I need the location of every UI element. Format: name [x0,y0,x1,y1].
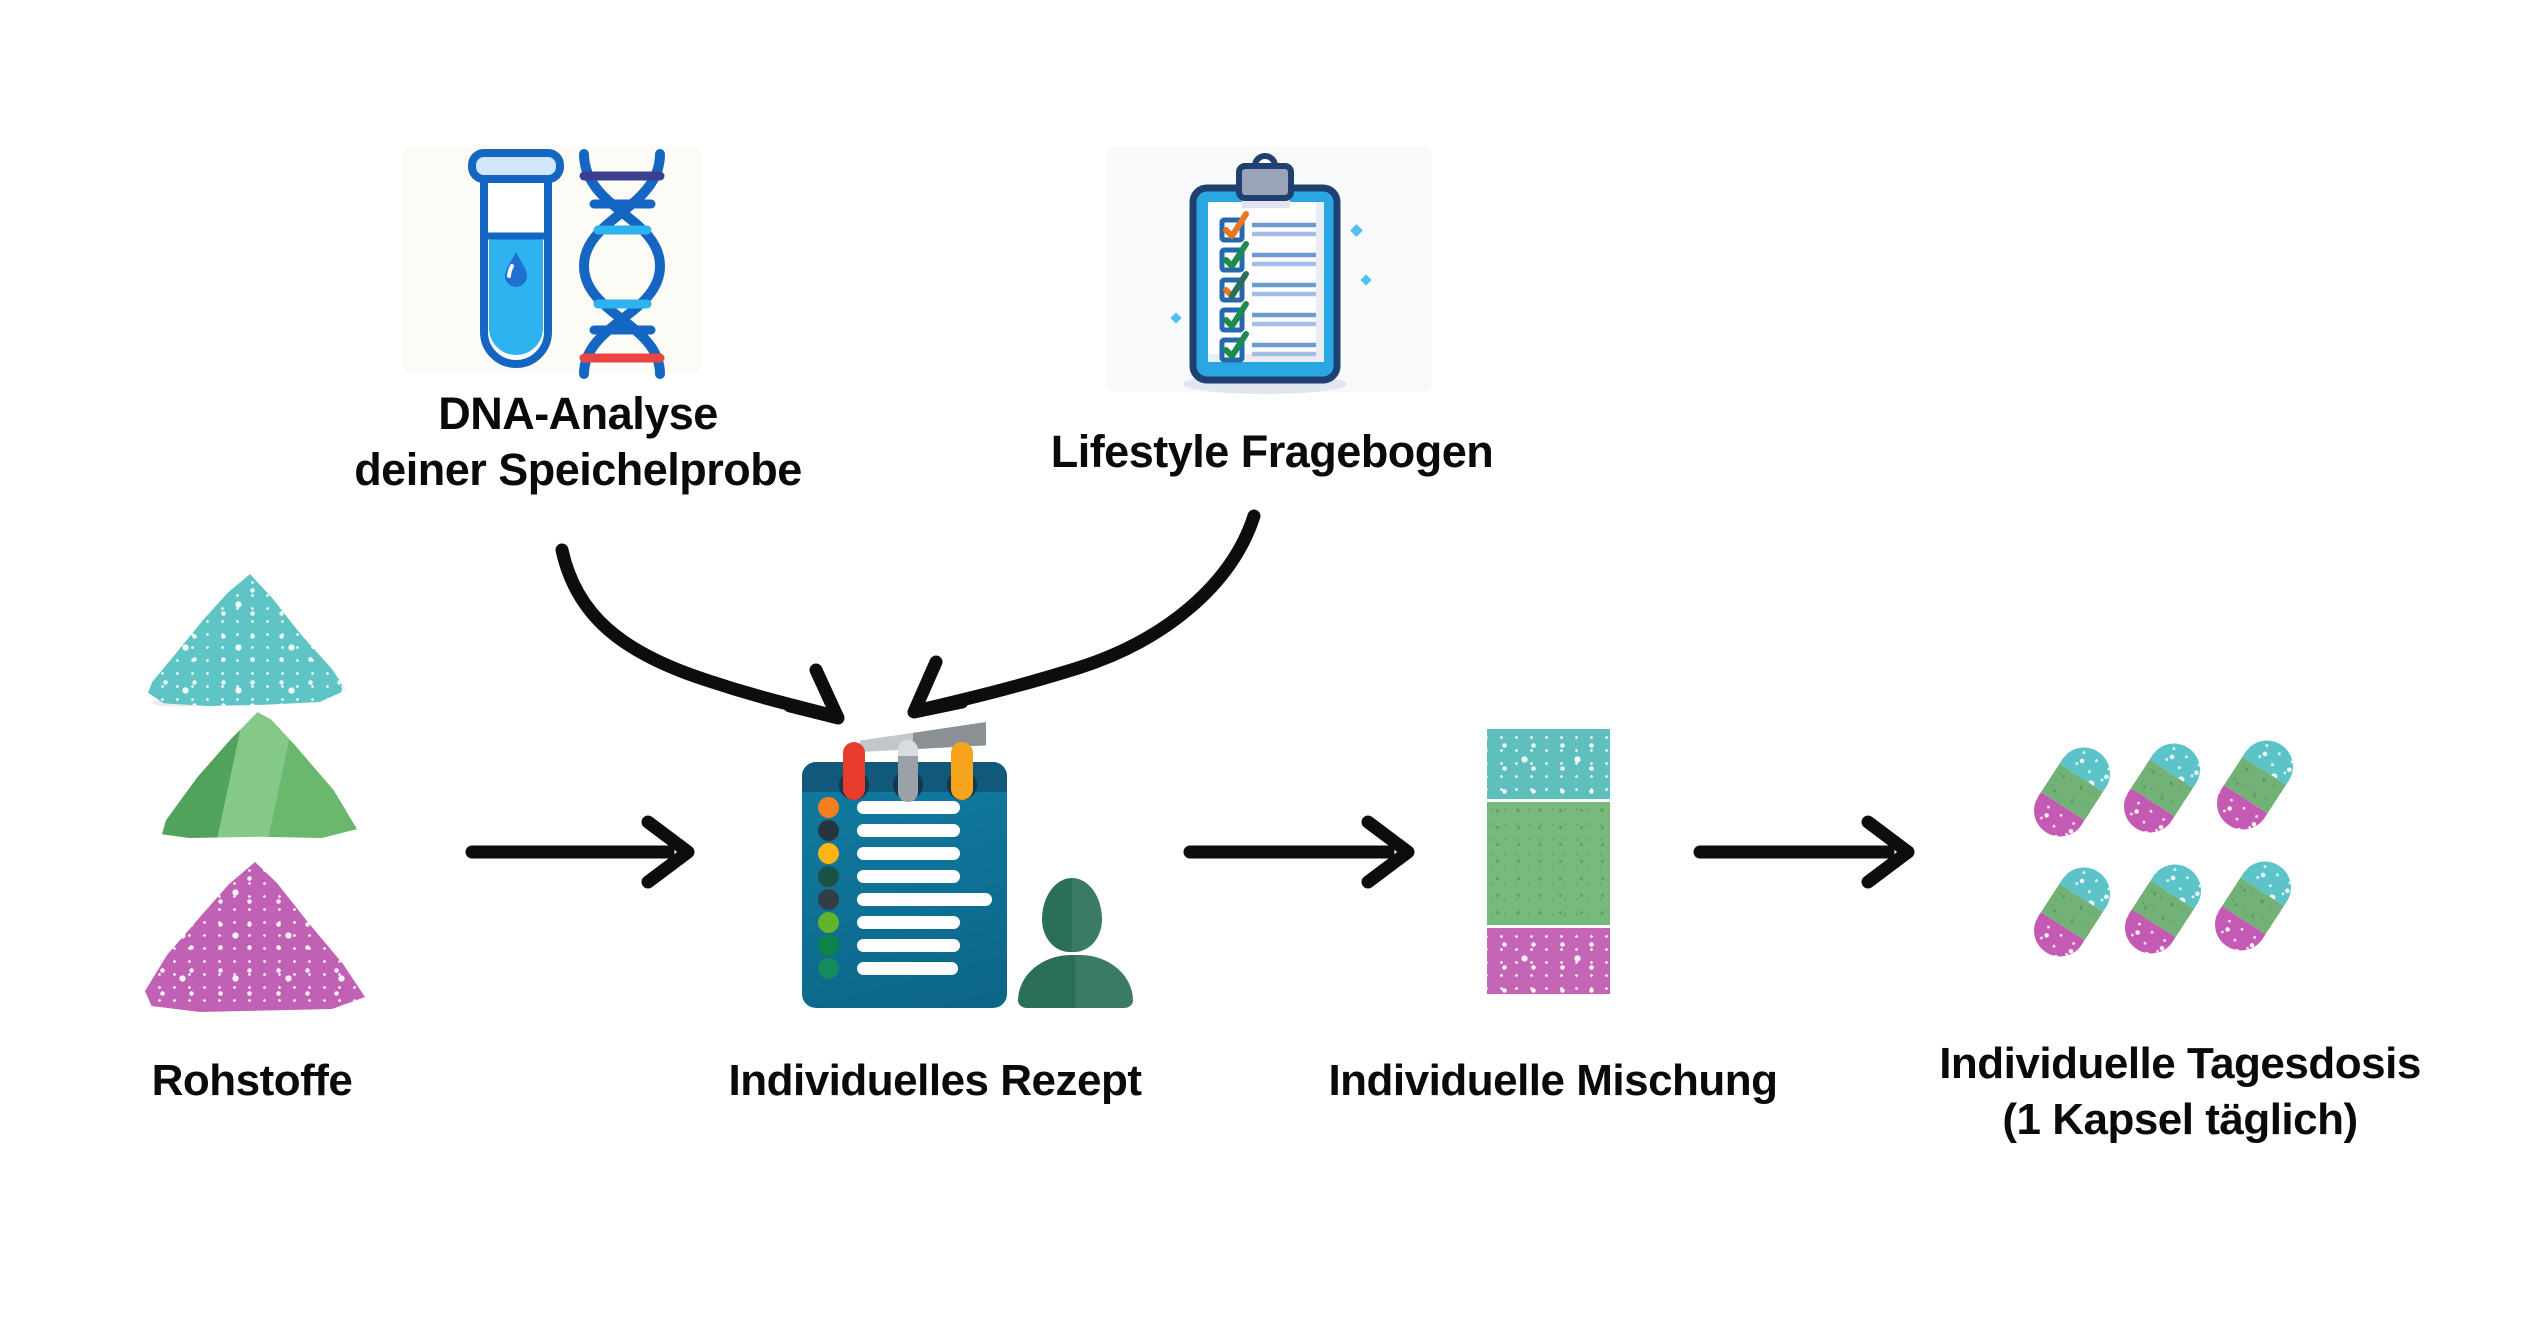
recipe-text-bar [857,939,960,952]
capsule [2024,737,2120,847]
tagesdosis-label: Individuelle Tagesdosis (1 Kapsel täglic… [1880,1036,2480,1148]
mix-column-icon [1487,729,1610,997]
recipe-text-bar [857,824,960,837]
pin-gray [898,740,918,802]
recipe-row [818,819,998,842]
recipe-row [818,888,998,911]
recipe-bullet [818,912,839,933]
recipe-bullet [818,889,839,910]
recipe-bullet [818,797,839,818]
recipe-text-bar [857,870,960,883]
dna-label-line1: DNA-Analyse [438,388,718,439]
mischung-label: Individuelle Mischung [1328,1056,1778,1105]
tagesdosis-label-line2: (1 Kapsel täglich) [2002,1095,2358,1144]
rezept-label: Individuelles Rezept [728,1056,1142,1105]
recipe-bullet [818,866,839,887]
recipe-row [818,957,998,980]
pin-orange [951,742,973,800]
mix-segment-teal [1487,729,1610,799]
arrow-lifestyle-to-rezept [913,509,1261,717]
capsules-icon [2020,730,2360,995]
dna-saliva-test-icon [468,149,666,379]
person-icon-body [1018,955,1133,1008]
recipe-row [818,842,998,865]
capsule [2205,851,2301,961]
recipe-rows [818,796,998,980]
recipe-bullet [818,843,839,864]
tagesdosis-label-line1: Individuelle Tagesdosis [1939,1039,2421,1088]
recipe-text-bar [857,916,960,929]
pin-red [843,742,865,800]
recipe-text-bar [857,962,958,975]
person-icon-head [1042,878,1102,952]
lifestyle-label: Lifestyle Fragebogen [1050,426,1494,477]
recipe-bullet [818,935,839,956]
powder-pile-magenta [145,862,365,1012]
mix-segment-green [1487,802,1610,925]
capsule [2115,854,2211,964]
recipe-row [818,911,998,934]
recipe-row [818,865,998,888]
capsule [2114,733,2210,843]
recipe-text-bar [857,893,992,906]
dna-label-line2: deiner Speichelprobe [354,444,802,495]
clipboard-checklist-icon [1183,153,1347,394]
dna-label: DNA-Analyse deiner Speichelprobe [278,386,878,498]
capsule [2207,730,2303,840]
capsule [2024,857,2120,967]
recipe-text-bar [857,847,960,860]
recipe-row [818,934,998,957]
arrow-dna-to-rezept [555,543,841,723]
rohstoffe-label: Rohstoffe [151,1056,353,1105]
recipe-row [818,796,998,819]
recipe-text-bar [857,801,960,814]
powder-pile-green [162,712,357,838]
mix-segment-magenta [1487,928,1610,994]
recipe-bullet [818,820,839,841]
powder-pile-teal [148,574,346,706]
recipe-bullet [818,958,839,979]
recipe-board-icon [800,715,1133,1015]
